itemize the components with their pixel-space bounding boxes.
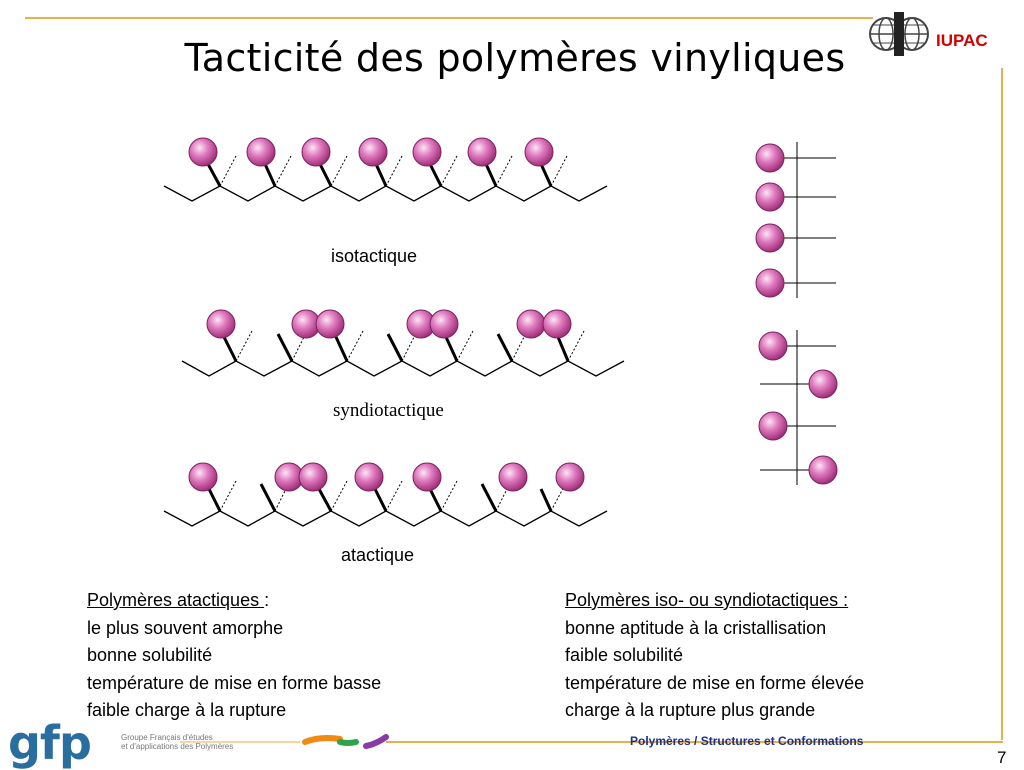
- fischer-iso-substituent: [755, 223, 785, 253]
- iupac-globe-icon: [869, 12, 929, 56]
- atactic-substituent: [354, 462, 384, 492]
- isotactic-substituent: [246, 137, 276, 167]
- isotactic-substituent: [524, 137, 554, 167]
- isotactic-backbone: [163, 185, 608, 202]
- fischer-syndiotactic: [758, 330, 838, 485]
- atactic-property: le plus souvent amorphe: [87, 617, 284, 638]
- iupac-logo-text: IUPAC: [936, 31, 988, 50]
- atactic-property: température de mise en forme basse: [87, 672, 382, 693]
- atactic-substituent: [298, 462, 328, 492]
- stereoregular-property: température de mise en forme élevée: [565, 672, 865, 693]
- syndiotactic-substituent: [542, 309, 572, 339]
- fischer-isotactic: [755, 142, 836, 298]
- syndiotactic-substituent: [429, 309, 459, 339]
- stereoregular-property: bonne aptitude à la cristallisation: [565, 617, 827, 638]
- atactic-substituent: [498, 462, 528, 492]
- atactic-label: atactique: [341, 545, 415, 565]
- page-number: 7: [997, 748, 1007, 767]
- atactic-property: bonne solubilité: [87, 645, 213, 665]
- stereoregular-property: faible solubilité: [565, 645, 684, 665]
- fischer-iso-substituent: [755, 182, 785, 212]
- fischer-iso-substituent: [755, 268, 785, 298]
- isotactic-substituent: [358, 137, 388, 167]
- frame-top-line: [25, 17, 873, 19]
- atactic-backbone: [163, 510, 608, 527]
- atactic-substituent: [188, 462, 218, 492]
- slide-title: Tacticité des polymères vinyliques: [184, 36, 846, 80]
- atactic-chain: [163, 462, 608, 527]
- stereoregular-property: charge à la rupture plus grande: [565, 700, 816, 720]
- syndiotactic-substituent: [315, 309, 345, 339]
- fischer-syndio-substituent: [808, 455, 838, 485]
- frame-bottom-line: [386, 741, 1003, 743]
- stereoregular-properties: Polymères iso- ou syndiotactiques : bonn…: [565, 587, 864, 725]
- atactic-substituent: [555, 462, 585, 492]
- isotactic-substituent: [301, 137, 331, 167]
- isotactic-substituent: [188, 137, 218, 167]
- gfp-logo: gfp: [8, 716, 92, 770]
- isotactic-chain: [163, 137, 608, 202]
- atactic-heading: Polymères atactiques :: [87, 590, 270, 610]
- fischer-iso-substituent: [755, 143, 785, 173]
- fischer-syndio-substituent: [758, 411, 788, 441]
- atactic-property: faible charge à la rupture: [87, 700, 287, 720]
- atactic-properties: Polymères atactiques : le plus souvent a…: [87, 587, 381, 725]
- syndiotactic-backbone: [181, 360, 625, 377]
- fischer-syndio-substituent: [758, 331, 788, 361]
- stereoregular-heading: Polymères iso- ou syndiotactiques :: [565, 590, 849, 610]
- footer-section-title: Polymères / Structures et Conformations: [630, 734, 864, 748]
- isotactic-substituent: [467, 137, 497, 167]
- isotactic-substituent: [412, 137, 442, 167]
- syndiotactic-substituent: [206, 309, 236, 339]
- syndiotactic-label: syndiotactique: [333, 400, 444, 421]
- syndiotactic-chain: [181, 309, 625, 377]
- footer-swoosh: [302, 734, 389, 749]
- syndiotactic-substituent: [516, 309, 546, 339]
- frame-right-line: [1001, 68, 1003, 740]
- fischer-syndio-substituent: [808, 369, 838, 399]
- atactic-substituent: [412, 462, 442, 492]
- isotactic-label: isotactique: [331, 246, 418, 266]
- gfp-subtitle: Groupe Français d'études et d'applicatio…: [121, 733, 234, 751]
